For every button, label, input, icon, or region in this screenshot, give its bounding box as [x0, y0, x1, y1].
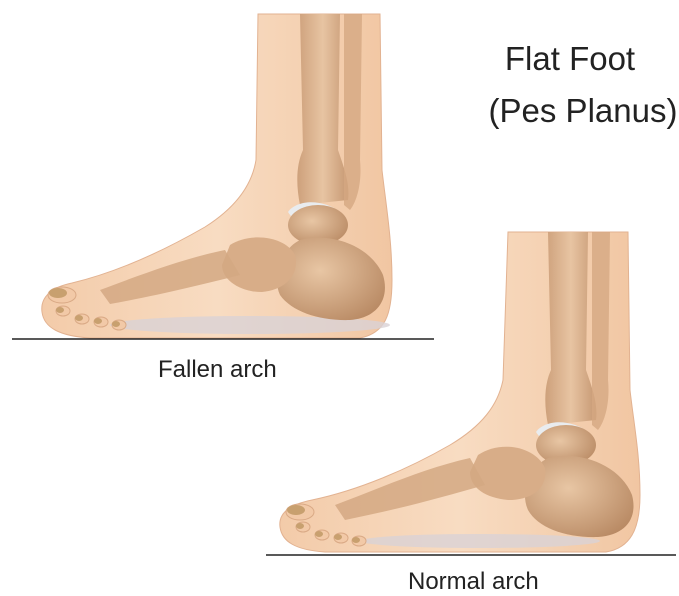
normal-fibula [592, 232, 610, 430]
flat-foot [42, 14, 392, 338]
fallen-arch-label: Fallen arch [158, 356, 277, 384]
flat-fibula [344, 14, 362, 210]
normal-foot-shadow [360, 534, 600, 548]
normal-arch-label: Normal arch [408, 568, 539, 596]
